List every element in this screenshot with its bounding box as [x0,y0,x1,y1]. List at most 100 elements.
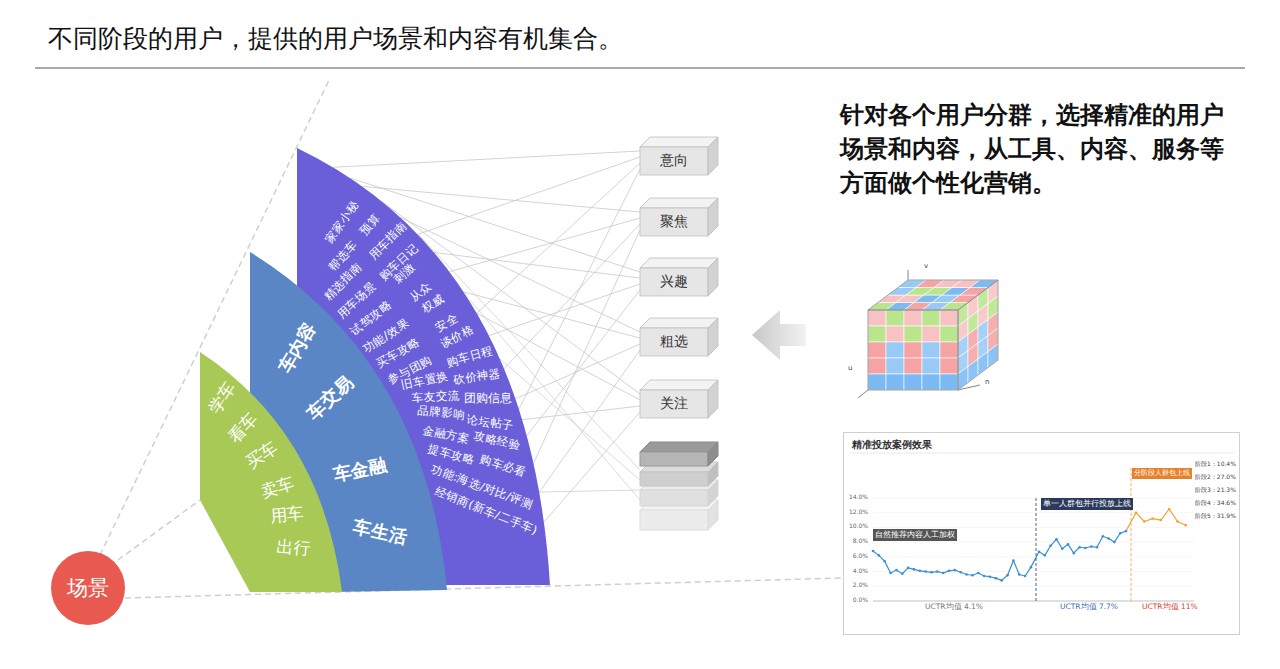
chart-label: 阶段5：31.9% [1195,512,1236,521]
data-line [1144,519,1152,522]
scene-band: 学车看车买车卖车用车出行 [195,345,345,595]
callout-box: 分阶段人群包上线 [1132,468,1192,479]
chart-label: 14.0% [842,493,868,500]
cube-side [708,137,718,175]
data-dot [948,570,951,573]
data-dot [995,577,998,580]
connector-line [504,224,640,369]
data-dot [936,570,939,573]
chart-title: 精准投放案例效果 [852,438,932,452]
connector-line [522,406,640,420]
data-dot [1073,552,1076,555]
grid-line [873,527,1194,528]
data-dot [1119,532,1122,535]
data-dot [1061,547,1064,550]
connector-line [533,230,640,464]
cube-side [708,380,718,418]
band-text: 用车 [269,502,305,528]
data-line [1045,546,1051,556]
connector-line [434,252,640,278]
chart-label: u [848,364,852,372]
chart-label: UCTR均值 7.7% [1060,602,1118,612]
phase-marker [1131,468,1132,601]
chart-label: 阶段3：21.3% [1195,486,1236,495]
connector-line [544,412,640,522]
callout-text: 单一人群包并行投放上线 [1043,499,1131,509]
data-dot [983,575,986,578]
data-dot [971,574,974,577]
chart-label: 阶段4：34.6% [1195,499,1236,508]
data-dot [1000,579,1003,582]
data-dot [1067,543,1070,546]
cube-side [708,318,718,356]
cube-label: 粗选 [660,333,688,351]
cube-front [640,208,708,236]
callout-text: 自然推荐内容人工加权 [875,530,955,540]
data-dot [1143,520,1146,523]
data-dot [954,569,957,572]
title-rule [35,68,1245,69]
chart-label: 0.0% [842,596,868,603]
grid-line [873,571,1194,572]
cube-top [640,137,718,147]
data-dot [1084,547,1087,550]
grid-line [873,556,1194,557]
data-dot [930,571,933,574]
layer-stack [640,442,718,530]
cube-side [708,198,718,236]
stage-cube: 粗选 [640,318,718,356]
stage-cube: 聚焦 [640,198,718,236]
grid-line [873,497,1194,498]
cube-label: 聚焦 [660,213,688,231]
data-dot [965,573,968,576]
data-line [1169,509,1177,522]
data-dot [878,554,881,557]
data-dot [1125,530,1128,533]
cube-label: 意向 [660,152,688,170]
data-line [1097,536,1103,547]
chart-label: 阶段2：27.0% [1195,473,1236,482]
cube-front [640,390,708,418]
stage-cube: 意向 [640,137,718,175]
connector-line [464,292,640,338]
data-dot [1113,541,1116,544]
data-dot [1102,535,1105,538]
data-dot [1024,575,1027,578]
data-dot [1168,508,1171,511]
stage-cube: 关注 [640,380,718,418]
band-text: 车友交流 [412,388,461,405]
data-line [1025,567,1031,576]
grid-line [873,601,1194,602]
data-dot [1006,574,1009,577]
connector-line [527,290,640,436]
band-text: 团购信息 [464,391,512,406]
connector-line [515,344,640,399]
data-dot [895,569,898,572]
data-dot [1038,550,1041,553]
chart-label: v [924,262,928,270]
connector-line [539,350,640,492]
callout-box: 自然推荐内容人工加权 [873,529,957,541]
data-line [1068,544,1074,553]
data-dot [1160,519,1163,522]
data-dot [889,572,892,575]
circle-fill [51,551,125,625]
data-line [1008,561,1014,576]
data-dot [924,570,927,573]
data-line [1031,552,1039,567]
circle-label: 场景 [67,574,109,602]
data-line [1161,509,1169,520]
data-dot [1012,559,1015,562]
cube-label: 关注 [660,395,688,413]
phase-marker [1036,498,1037,601]
band-fill [200,352,342,592]
title-rule [850,453,1234,454]
cube-chart [858,270,998,398]
page-title: 不同阶段的用户，提供的用户场景和内容有机集合。 [48,22,623,55]
chart-label: 10.0% [842,522,868,529]
connector-line [382,201,640,394]
chart-label: 阶段1：10.4% [1195,460,1236,469]
connector-line [489,284,640,336]
data-line [1056,539,1062,549]
data-dot [907,567,910,570]
